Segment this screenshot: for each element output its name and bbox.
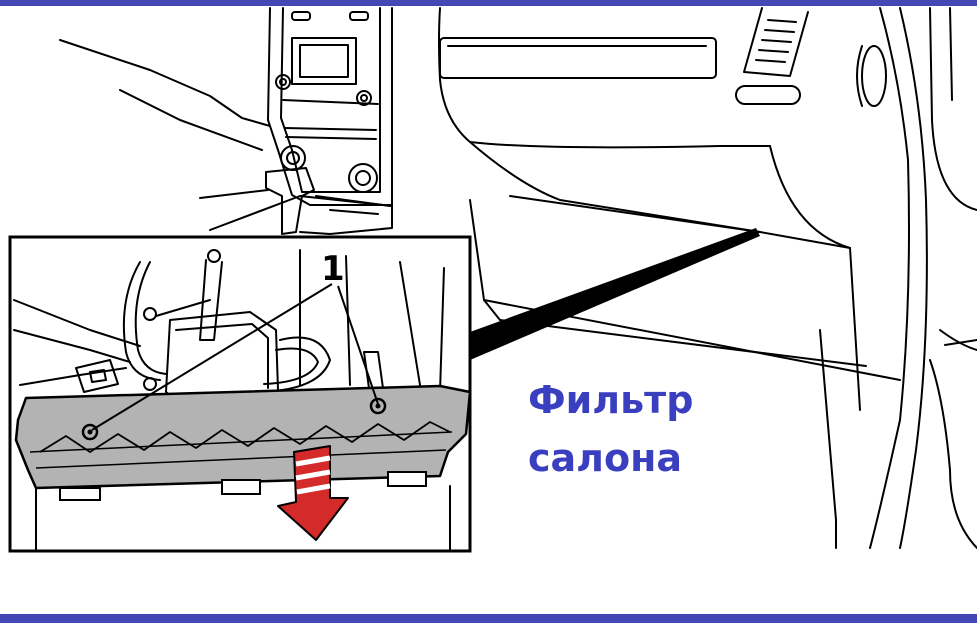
callout-leader-lines [91, 283, 379, 431]
inset-detail-box: 1 [8, 235, 472, 553]
bottom-frame-band [0, 614, 977, 623]
inset-pointer-wedge [470, 228, 760, 360]
caption-cabin: салона [528, 436, 683, 480]
car-interior-drawing [59, 7, 977, 549]
callout-number: 1 [321, 249, 345, 289]
top-frame-band [0, 0, 977, 6]
red-removal-arrow [277, 445, 349, 541]
caption-filter: Фильтр [528, 378, 694, 422]
filter-ribs [39, 421, 451, 453]
filter-housing-tray [14, 384, 472, 490]
